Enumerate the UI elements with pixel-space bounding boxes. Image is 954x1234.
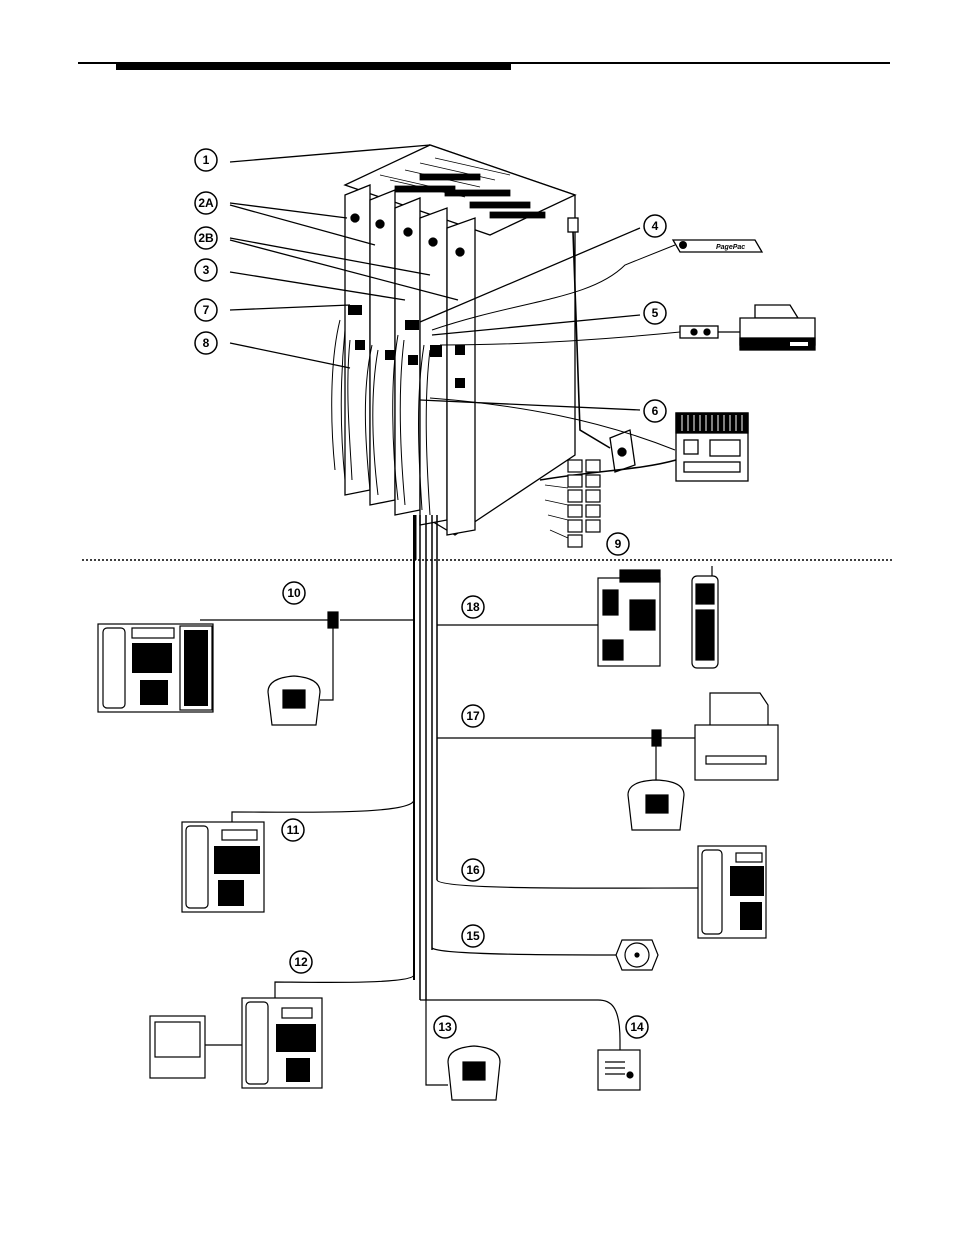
svg-text:18: 18	[466, 600, 480, 614]
callout-8: 8	[195, 332, 350, 368]
callout-14: 14	[626, 1016, 648, 1038]
station-10	[98, 612, 414, 725]
svg-text:14: 14	[630, 1020, 644, 1034]
att-globe-icon	[679, 241, 687, 249]
power-outlet	[568, 218, 635, 472]
svg-text:PagePac: PagePac	[716, 244, 745, 251]
svg-text:10: 10	[287, 586, 301, 600]
callout-15: 15	[462, 925, 484, 947]
svg-text:13: 13	[438, 1020, 452, 1034]
svg-text:11: 11	[287, 823, 300, 837]
station-16	[437, 846, 766, 938]
svg-text:5: 5	[652, 306, 659, 320]
callout-17: 17	[462, 705, 484, 727]
svg-text:4: 4	[652, 219, 659, 233]
svg-text:6: 6	[652, 404, 659, 418]
callout-9: 9	[607, 533, 629, 555]
header-rule	[78, 63, 890, 70]
callout-12: 12	[290, 951, 312, 973]
callout-18: 18	[462, 596, 484, 618]
protector-block	[540, 460, 676, 547]
callout-11: 11	[282, 819, 304, 841]
control-unit	[332, 145, 575, 560]
svg-text:15: 15	[466, 929, 480, 943]
callout-13: 13	[434, 1016, 456, 1038]
svg-text:9: 9	[615, 537, 622, 551]
callout-7: 7	[195, 299, 350, 321]
svg-text:12: 12	[294, 955, 308, 969]
callout-10: 10	[283, 582, 305, 604]
cable-trunk	[414, 515, 437, 1000]
station-11	[182, 800, 414, 912]
callout-16: 16	[462, 859, 484, 881]
svg-text:1: 1	[203, 153, 210, 167]
station-17	[437, 693, 778, 830]
svg-text:8: 8	[203, 336, 210, 350]
svg-text:2B: 2B	[198, 231, 214, 245]
station-13	[426, 1000, 500, 1100]
svg-text:7: 7	[203, 303, 210, 317]
svg-text:3: 3	[203, 263, 210, 277]
svg-text:2A: 2A	[198, 196, 214, 210]
svg-text:17: 17	[466, 709, 480, 723]
svg-text:16: 16	[466, 863, 480, 877]
station-12	[150, 975, 414, 1088]
